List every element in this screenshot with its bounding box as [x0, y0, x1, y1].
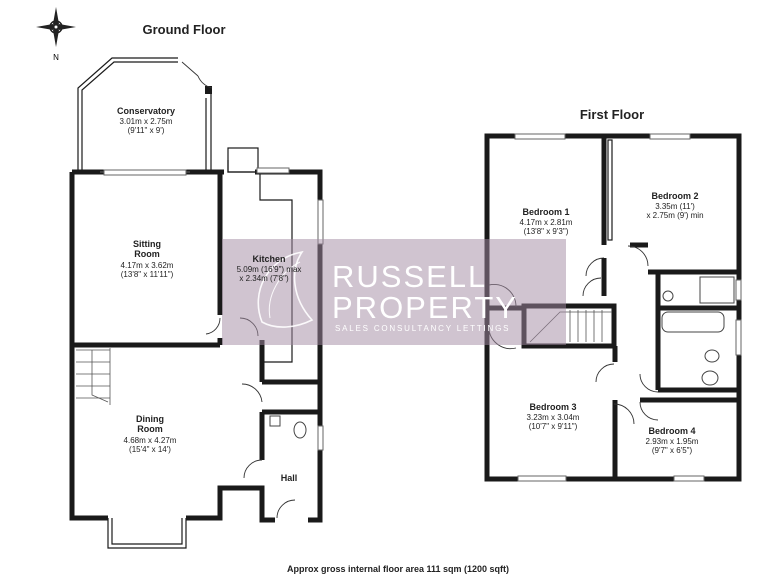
svg-text:Sitting: Sitting	[133, 239, 161, 249]
svg-text:(13'8" x 11'11"): (13'8" x 11'11")	[121, 270, 174, 279]
conservatory-walls	[77, 57, 213, 172]
ground-floor-plan	[69, 57, 324, 549]
label-sitting-room: Sitting Room 4.17m x 3.62m (13'8" x 11'1…	[121, 239, 174, 279]
svg-text:3.35m (11'): 3.35m (11')	[655, 202, 695, 211]
ground-floor-title: Ground Floor	[142, 22, 225, 37]
compass-icon	[36, 7, 76, 47]
label-bedroom-2: Bedroom 2 3.35m (11') x 2.75m (9') min	[646, 191, 703, 220]
svg-text:4.68m x 4.27m: 4.68m x 4.27m	[124, 436, 177, 445]
svg-text:Bedroom 2: Bedroom 2	[651, 191, 698, 201]
watermark-tagline: SALES CONSULTANCY LETTINGS	[335, 324, 510, 333]
svg-text:4.17m x 3.62m: 4.17m x 3.62m	[121, 261, 174, 270]
first-floor-title: First Floor	[580, 107, 644, 122]
svg-text:Hall: Hall	[281, 473, 298, 483]
svg-text:4.17m x 2.81m: 4.17m x 2.81m	[520, 218, 573, 227]
svg-text:Bedroom 4: Bedroom 4	[648, 426, 695, 436]
svg-text:3.23m x 3.04m: 3.23m x 3.04m	[527, 413, 580, 422]
svg-text:Conservatory: Conservatory	[117, 106, 175, 116]
ground-stairs	[76, 348, 111, 405]
svg-text:(10'7" x 9'11"): (10'7" x 9'11")	[529, 422, 578, 431]
svg-text:2.93m x 1.95m: 2.93m x 1.95m	[646, 437, 699, 446]
watermark-line1: RUSSELL	[332, 259, 487, 294]
label-bedroom-1: Bedroom 1 4.17m x 2.81m (13'8" x 9'3")	[520, 207, 573, 236]
first-floor-plan	[484, 133, 742, 482]
svg-text:(15'4" x 14'): (15'4" x 14')	[129, 445, 171, 454]
label-hall: Hall	[281, 473, 298, 483]
svg-text:Kitchen: Kitchen	[252, 254, 285, 264]
label-conservatory: Conservatory 3.01m x 2.75m (9'11" x 9')	[117, 106, 175, 135]
svg-text:x 2.75m (9') min: x 2.75m (9') min	[646, 211, 703, 220]
label-bedroom-4: Bedroom 4 2.93m x 1.95m (9'7" x 6'5")	[646, 426, 699, 455]
svg-text:Bedroom 1: Bedroom 1	[522, 207, 569, 217]
svg-text:Bedroom 3: Bedroom 3	[529, 402, 576, 412]
floor-area-caption: Approx gross internal floor area 111 sqm…	[287, 564, 509, 574]
svg-text:x 2.34m (7'8"): x 2.34m (7'8")	[239, 274, 289, 283]
svg-text:(9'7" x 6'5"): (9'7" x 6'5")	[652, 446, 693, 455]
svg-text:5.09m (16'9") max: 5.09m (16'9") max	[237, 265, 302, 274]
svg-text:Dining: Dining	[136, 414, 164, 424]
svg-text:Room: Room	[134, 249, 160, 259]
label-bedroom-3: Bedroom 3 3.23m x 3.04m (10'7" x 9'11")	[527, 402, 580, 431]
svg-text:(13'8" x 9'3"): (13'8" x 9'3")	[524, 227, 569, 236]
svg-text:(9'11" x 9'): (9'11" x 9')	[128, 126, 165, 135]
label-kitchen: Kitchen 5.09m (16'9") max x 2.34m (7'8")	[237, 254, 302, 283]
watermark-logo-icon	[257, 250, 314, 328]
label-dining-room: Dining Room 4.68m x 4.27m (15'4" x 14')	[124, 414, 177, 454]
svg-text:3.01m x 2.75m: 3.01m x 2.75m	[120, 117, 173, 126]
watermark-line2: PROPERTY	[332, 290, 518, 325]
svg-text:Room: Room	[137, 424, 163, 434]
north-label: N	[53, 53, 59, 62]
watermark: RUSSELL PROPERTY SALES CONSULTANCY LETTI…	[222, 239, 566, 345]
